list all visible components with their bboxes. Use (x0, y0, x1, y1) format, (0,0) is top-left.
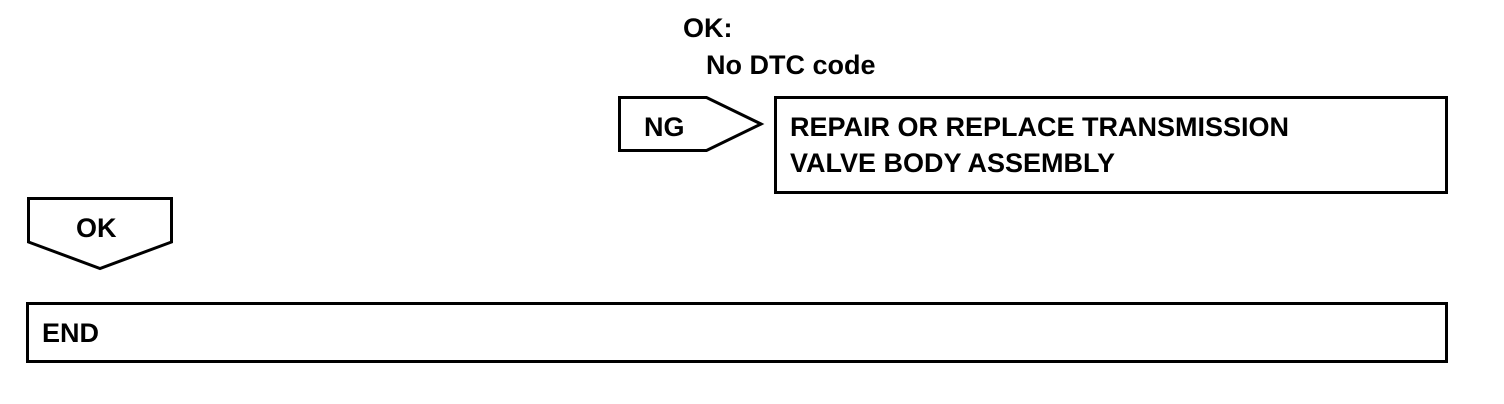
ok-arrow-label: OK (76, 213, 117, 243)
end-label: END (42, 318, 100, 348)
ng-arrow (618, 96, 765, 152)
ng-action-line-2: VALVE BODY ASSEMBLY (790, 148, 1116, 178)
ok-result-label: OK: (683, 13, 733, 43)
ng-arrow-label: NG (644, 112, 685, 142)
ng-action-box: REPAIR OR REPLACE TRANSMISSION VALVE BOD… (774, 96, 1448, 194)
ng-action-line-1: REPAIR OR REPLACE TRANSMISSION (790, 112, 1290, 142)
condition-text: No DTC code (706, 50, 876, 80)
end-box: END (26, 302, 1448, 363)
ok-arrow (27, 197, 173, 271)
